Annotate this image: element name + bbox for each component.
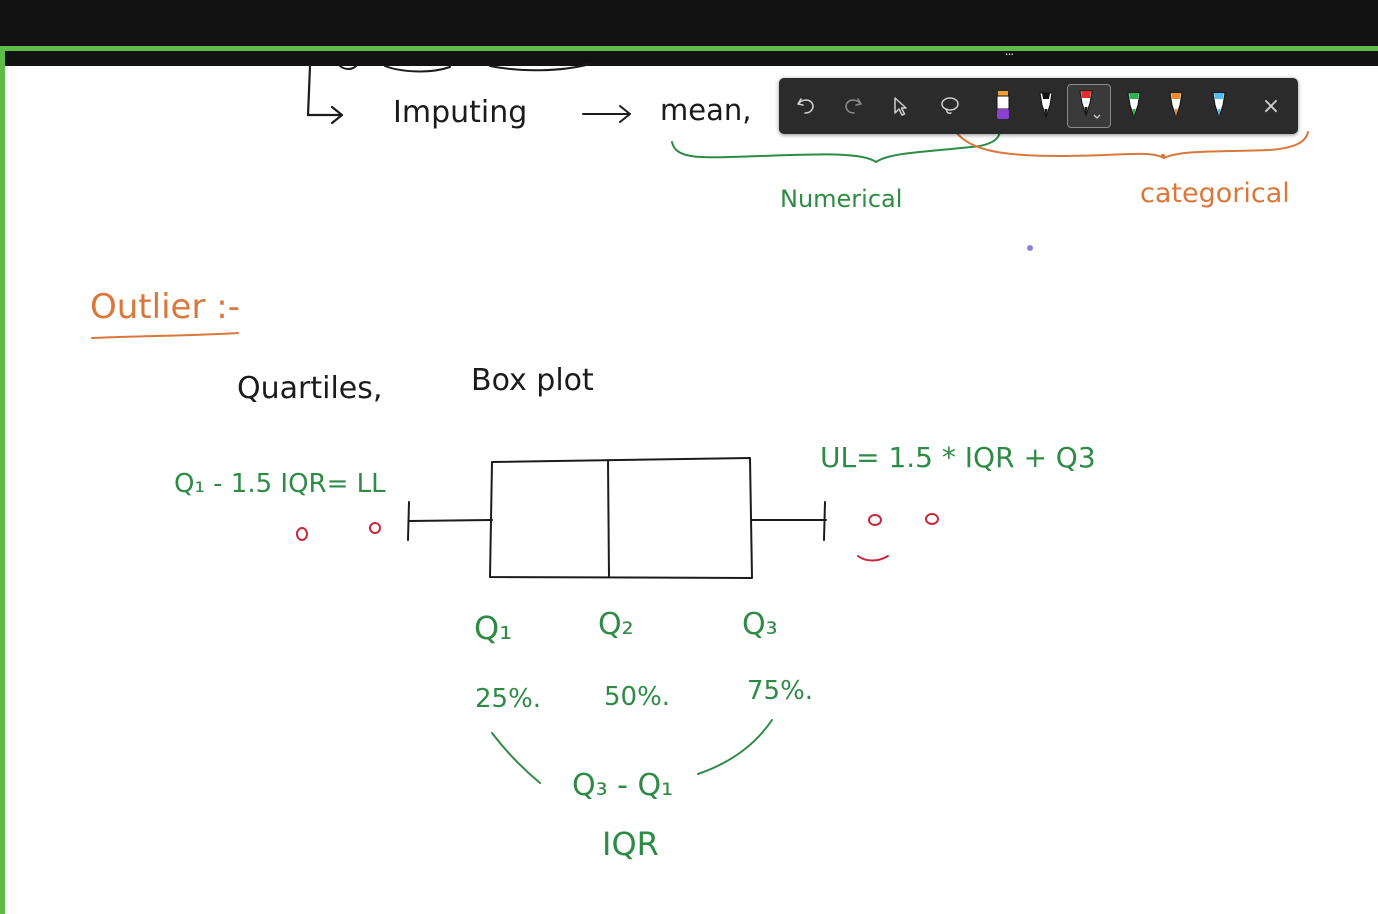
redo-icon xyxy=(845,98,862,114)
cursor-dot xyxy=(1027,245,1033,251)
mean-label: mean, xyxy=(660,93,752,127)
pen-icon xyxy=(1079,90,1101,119)
window-accent-border xyxy=(0,46,1378,51)
title-bar xyxy=(0,0,1378,46)
redo-button[interactable] xyxy=(834,86,872,126)
header-strip xyxy=(0,51,1378,66)
outlier-points xyxy=(296,513,939,562)
numerical-brace xyxy=(671,129,1001,163)
pen-icon xyxy=(1212,92,1226,119)
categorical-brace xyxy=(955,131,1309,159)
pen-icon xyxy=(1127,92,1141,119)
q3-percent: 75%. xyxy=(747,676,814,706)
pen-orange-button[interactable] xyxy=(1157,86,1195,126)
outlier-point xyxy=(296,527,308,541)
highlighter-icon xyxy=(996,91,1010,119)
pen-black-button[interactable] xyxy=(1027,86,1065,126)
lasso-icon xyxy=(941,97,959,114)
categorical-label: categorical xyxy=(1140,178,1290,209)
median-line xyxy=(607,459,610,578)
box-plot xyxy=(407,457,827,579)
lasso-button[interactable] xyxy=(931,86,969,126)
imputing-arrow xyxy=(582,105,631,123)
partial-text-stroke xyxy=(339,63,591,73)
pen-blue-button[interactable] xyxy=(1200,86,1238,126)
pen-icon xyxy=(1039,92,1053,119)
box-outline xyxy=(489,457,753,579)
outlier-point xyxy=(369,522,381,534)
q3-label: Q₃ xyxy=(742,607,778,642)
window-left-border xyxy=(0,51,5,914)
pen-red-button-selected[interactable] xyxy=(1067,84,1111,128)
pen-dot xyxy=(1160,153,1166,159)
outlier-heading: Outlier :- xyxy=(90,287,240,327)
right-whisker xyxy=(751,501,827,541)
box-plot-label: Box plot xyxy=(471,363,594,398)
close-toolbar-button[interactable]: × xyxy=(1252,86,1290,126)
left-whisker xyxy=(407,501,493,541)
overflow-menu-button[interactable]: ... xyxy=(1004,44,1014,58)
lower-limit-formula: Q₁ - 1.5 IQR= LL xyxy=(174,469,386,499)
select-pointer-button[interactable] xyxy=(881,86,919,126)
outlier-point xyxy=(868,514,882,526)
iqr-label: IQR xyxy=(602,825,659,863)
pen-green-button[interactable] xyxy=(1115,86,1153,126)
pen-icon xyxy=(1169,92,1183,119)
smile-stroke xyxy=(857,555,889,562)
iqr-right-curve xyxy=(697,719,773,775)
undo-button[interactable] xyxy=(787,86,825,126)
highlighter-button[interactable] xyxy=(984,86,1022,126)
q1-label: Q₁ xyxy=(474,609,513,647)
iqr-formula: Q₃ - Q₁ xyxy=(572,768,674,803)
q2-label: Q₂ xyxy=(598,607,634,642)
imputing-label: Imputing xyxy=(393,95,528,130)
outlier-underline xyxy=(91,332,239,339)
iqr-left-curve xyxy=(491,732,541,784)
outlier-point xyxy=(925,513,939,525)
q1-percent: 25%. xyxy=(475,684,542,714)
bracket-stroke xyxy=(306,64,344,125)
numerical-label: Numerical xyxy=(780,185,903,213)
select-pointer-icon xyxy=(894,97,907,116)
q2-percent: 50%. xyxy=(604,682,671,712)
pen-toolbar: × xyxy=(779,78,1298,134)
close-icon: × xyxy=(1261,93,1281,119)
undo-icon xyxy=(797,98,814,114)
quartiles-label: Quartiles, xyxy=(237,371,383,406)
upper-limit-formula: UL= 1.5 * IQR + Q3 xyxy=(820,441,1096,474)
